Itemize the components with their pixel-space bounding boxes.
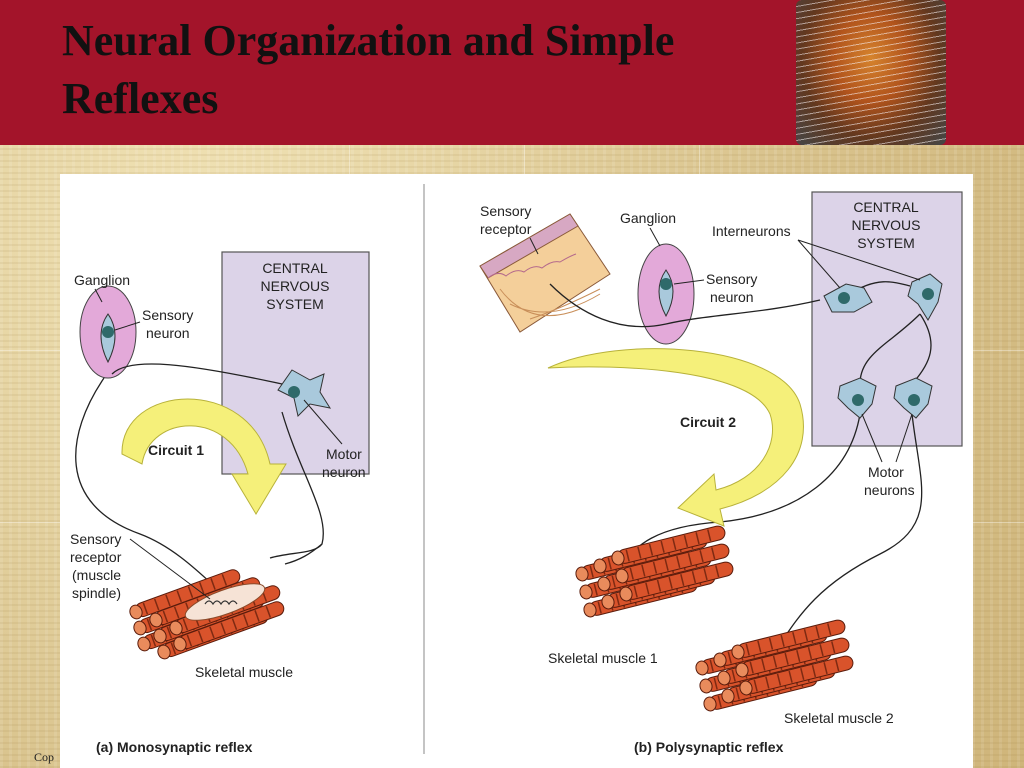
motor-neuron-nucleus-a [288, 386, 300, 398]
circuit-2-arrow [547, 348, 804, 527]
circuit-1-arrow [121, 398, 287, 515]
skeletal-muscle-b-1 [573, 523, 736, 619]
sensory-receptor-label-b-2: receptor [480, 221, 532, 237]
motor-neurons-label-2: neurons [864, 482, 915, 498]
header-image-fade [740, 0, 1024, 145]
caption-b: (b) Polysynaptic reflex [634, 739, 784, 755]
slide-header-bar: Neural Organization and Simple Reflexes [0, 0, 1024, 145]
sensory-neuron-label-b-1: Sensory [706, 271, 757, 287]
motor-neuron-label-a-1: Motor [326, 446, 362, 462]
circuit-2-label: Circuit 2 [680, 414, 736, 430]
skin-sensory-receptor-b [479, 213, 611, 333]
sensory-neuron-label-a-2: neuron [146, 325, 190, 341]
interneuron-2-nucleus [922, 288, 934, 300]
sensory-receptor-label-a-3: (muscle [72, 567, 121, 583]
sensory-receptor-label-a-2: receptor [70, 549, 122, 565]
sensory-neuron-nucleus-b [660, 278, 672, 290]
caption-a: (a) Monosynaptic reflex [96, 739, 253, 755]
skeletal-muscle-1-label: Skeletal muscle 1 [548, 650, 658, 666]
copyright-text: Cop [34, 750, 55, 764]
motor-neuron-label-a-2: neuron [322, 464, 366, 480]
skeletal-muscle-label-a: Skeletal muscle [195, 664, 293, 680]
skeletal-muscle-2-label: Skeletal muscle 2 [784, 710, 894, 726]
skeletal-muscle-a [127, 567, 287, 662]
ganglion-label-b: Ganglion [620, 210, 676, 226]
cns-label-b-3: SYSTEM [857, 235, 915, 251]
motor-neurons-label-1: Motor [868, 464, 904, 480]
ganglion-label-a: Ganglion [74, 272, 130, 288]
cns-label-a-1: CENTRAL [262, 260, 328, 276]
cns-label-a-2: NERVOUS [261, 278, 330, 294]
interneuron-1-nucleus [838, 292, 850, 304]
sensory-receptor-label-a-1: Sensory [70, 531, 121, 547]
cns-label-a-3: SYSTEM [266, 296, 324, 312]
cns-box-b [811, 191, 963, 447]
slide-title: Neural Organization and Simple Reflexes [62, 16, 675, 123]
reflex-figure: CENTRAL NERVOUS SYSTEM Ganglion Sensory … [60, 174, 973, 768]
sensory-receptor-label-a-4: spindle) [72, 585, 121, 601]
cns-label-b-2: NERVOUS [852, 217, 921, 233]
circuit-1-label: Circuit 1 [148, 442, 204, 458]
interneurons-label: Interneurons [712, 223, 791, 239]
panel-a-monosynaptic: CENTRAL NERVOUS SYSTEM Ganglion Sensory … [70, 251, 370, 755]
sensory-neuron-nucleus-a [102, 326, 114, 338]
cns-label-b-1: CENTRAL [853, 199, 919, 215]
skeletal-muscle-b-2 [693, 617, 856, 713]
panel-b-polysynaptic: CENTRAL NERVOUS SYSTEM Sensory receptor … [479, 191, 963, 755]
motor-neuron-b-1-nucleus [852, 394, 864, 406]
motor-neuron-a [277, 369, 332, 417]
sensory-neuron-label-a-1: Sensory [142, 307, 193, 323]
motor-neuron-b-2-nucleus [908, 394, 920, 406]
sensory-neuron-label-b-2: neuron [710, 289, 754, 305]
muscle-spindle [184, 583, 266, 621]
sensory-receptor-label-b-1: Sensory [480, 203, 531, 219]
